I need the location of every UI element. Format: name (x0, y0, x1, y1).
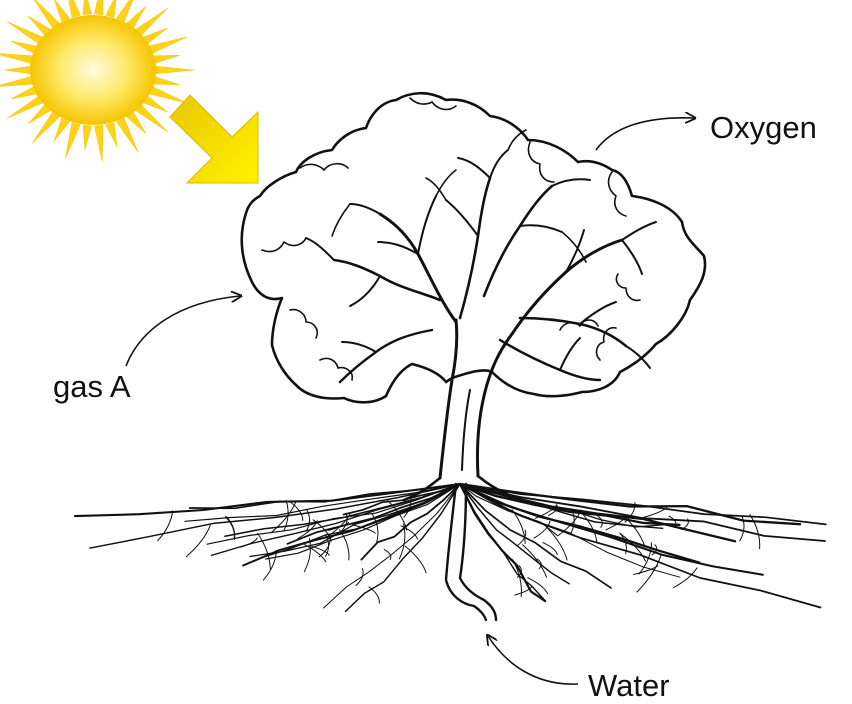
sun-icon (0, 0, 194, 162)
oxygen-arrow (596, 118, 694, 150)
gas-a-label: gas A (53, 369, 131, 405)
tree-illustration (75, 93, 826, 620)
tree-trunk (440, 320, 457, 478)
label-arrows (126, 118, 694, 684)
water-label: Water (588, 668, 670, 704)
sunlight-arrow-icon (170, 95, 258, 183)
canopy-outline (242, 93, 705, 402)
water-arrow (488, 636, 578, 684)
oxygen-label: Oxygen (710, 110, 817, 146)
gas-a-arrow (126, 296, 240, 366)
